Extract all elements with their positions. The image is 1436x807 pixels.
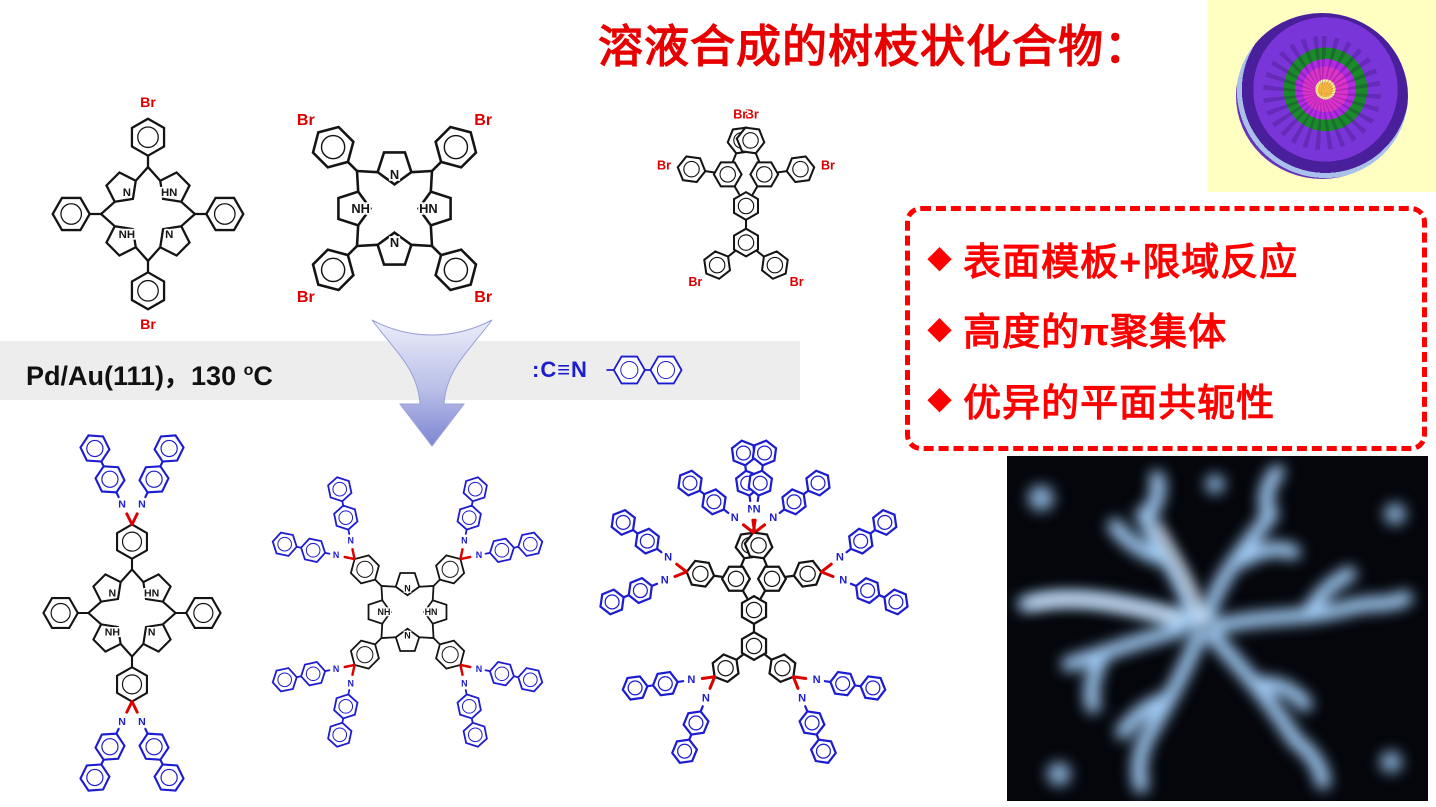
svg-text:N: N [390,235,399,250]
svg-text:Br: Br [140,317,156,333]
svg-text:N: N [476,664,482,674]
dendrimer-model-image [1208,0,1436,192]
svg-text:N: N [687,674,695,686]
svg-text:Br: Br [474,111,492,129]
svg-text:N: N [461,678,467,688]
svg-text:HN: HN [144,587,159,599]
svg-text:N: N [731,512,739,524]
svg-text:N: N [118,716,126,728]
svg-text:N: N [798,693,806,705]
svg-text:N: N [702,693,710,705]
biphenyl-isocyanide-structure [606,355,683,385]
svg-text:N: N [661,575,669,587]
page-title: 溶液合成的树枝状化合物： [598,21,1151,72]
svg-text:N: N [390,167,399,182]
svg-text:N: N [839,575,847,587]
highlight-item: ◆ 高度的π聚集体 [928,301,1404,356]
svg-text:NH: NH [351,201,370,216]
svg-text:Br: Br [297,288,315,306]
svg-text:HN: HN [425,607,438,617]
highlight-text: 高度的π聚集体 [963,312,1228,354]
svg-text:NH: NH [119,229,135,241]
svg-text:N: N [769,512,777,524]
svg-text:N: N [347,678,353,688]
svg-text:N: N [148,627,156,639]
highlights-box: ◆ 表面模板+限域反应 ◆ 高度的π聚集体 ◆ 优异的平面共轭性 [905,206,1427,451]
svg-text:Br: Br [474,288,492,306]
condition-sup: o [243,362,254,379]
svg-text:N: N [108,587,116,599]
svg-text:N: N [347,536,353,546]
svg-text:N: N [165,229,173,241]
isocyanide-label: :C≡N [532,357,588,382]
svg-text:HN: HN [161,187,177,199]
svg-text:Br: Br [297,111,315,129]
svg-text:N: N [333,550,339,560]
down-arrow-icon [371,319,493,447]
highlight-text: 表面模板+限域反应 [963,241,1299,284]
diamond-bullet-icon: ◆ [928,311,952,345]
svg-text:N: N [138,498,146,510]
stm-blobs [1028,474,1406,786]
svg-text:Br: Br [790,275,804,289]
svg-text:Br: Br [821,158,835,172]
highlight-item: ◆ 表面模板+限域反应 [928,231,1404,286]
svg-text:N: N [461,536,467,546]
svg-text:NH: NH [377,607,390,617]
svg-text:N: N [664,551,672,563]
dendrimer-sphere [1236,13,1408,179]
svg-text:Br: Br [733,108,747,122]
diamond-bullet-icon: ◆ [928,241,952,274]
svg-text:N: N [813,674,821,686]
dendrimer-tendrils [1263,35,1381,150]
stm-bright-region [1027,522,1206,625]
svg-text:N: N [476,550,482,560]
highlight-item: ◆ 优异的平面共轭性 [928,372,1404,427]
svg-text:N: N [404,631,410,641]
stm-image [1007,456,1428,801]
diamond-bullet-icon: ◆ [928,382,952,415]
reaction-conditions: Pd/Au(111)，130 oC [26,354,273,393]
condition-unit: C [253,361,273,391]
highlight-text: 优异的平面共轭性 [963,382,1276,425]
svg-text:Br: Br [140,95,156,111]
svg-text:N: N [118,498,126,510]
isocyanide-reagent: :C≡N [532,350,702,390]
svg-text:N: N [138,716,146,728]
svg-text:N: N [123,187,131,199]
svg-text:N: N [747,503,755,515]
svg-text:N: N [753,503,761,515]
svg-text:N: N [333,664,339,674]
svg-text:NH: NH [105,627,120,639]
svg-text:N: N [404,583,410,593]
svg-text:Br: Br [745,108,759,122]
svg-text:Br: Br [657,158,671,172]
svg-text:Br: Br [688,275,702,289]
svg-text:N: N [836,551,844,563]
condition-text: Pd/Au(111)，130 [26,361,244,391]
svg-text:HN: HN [419,201,438,216]
